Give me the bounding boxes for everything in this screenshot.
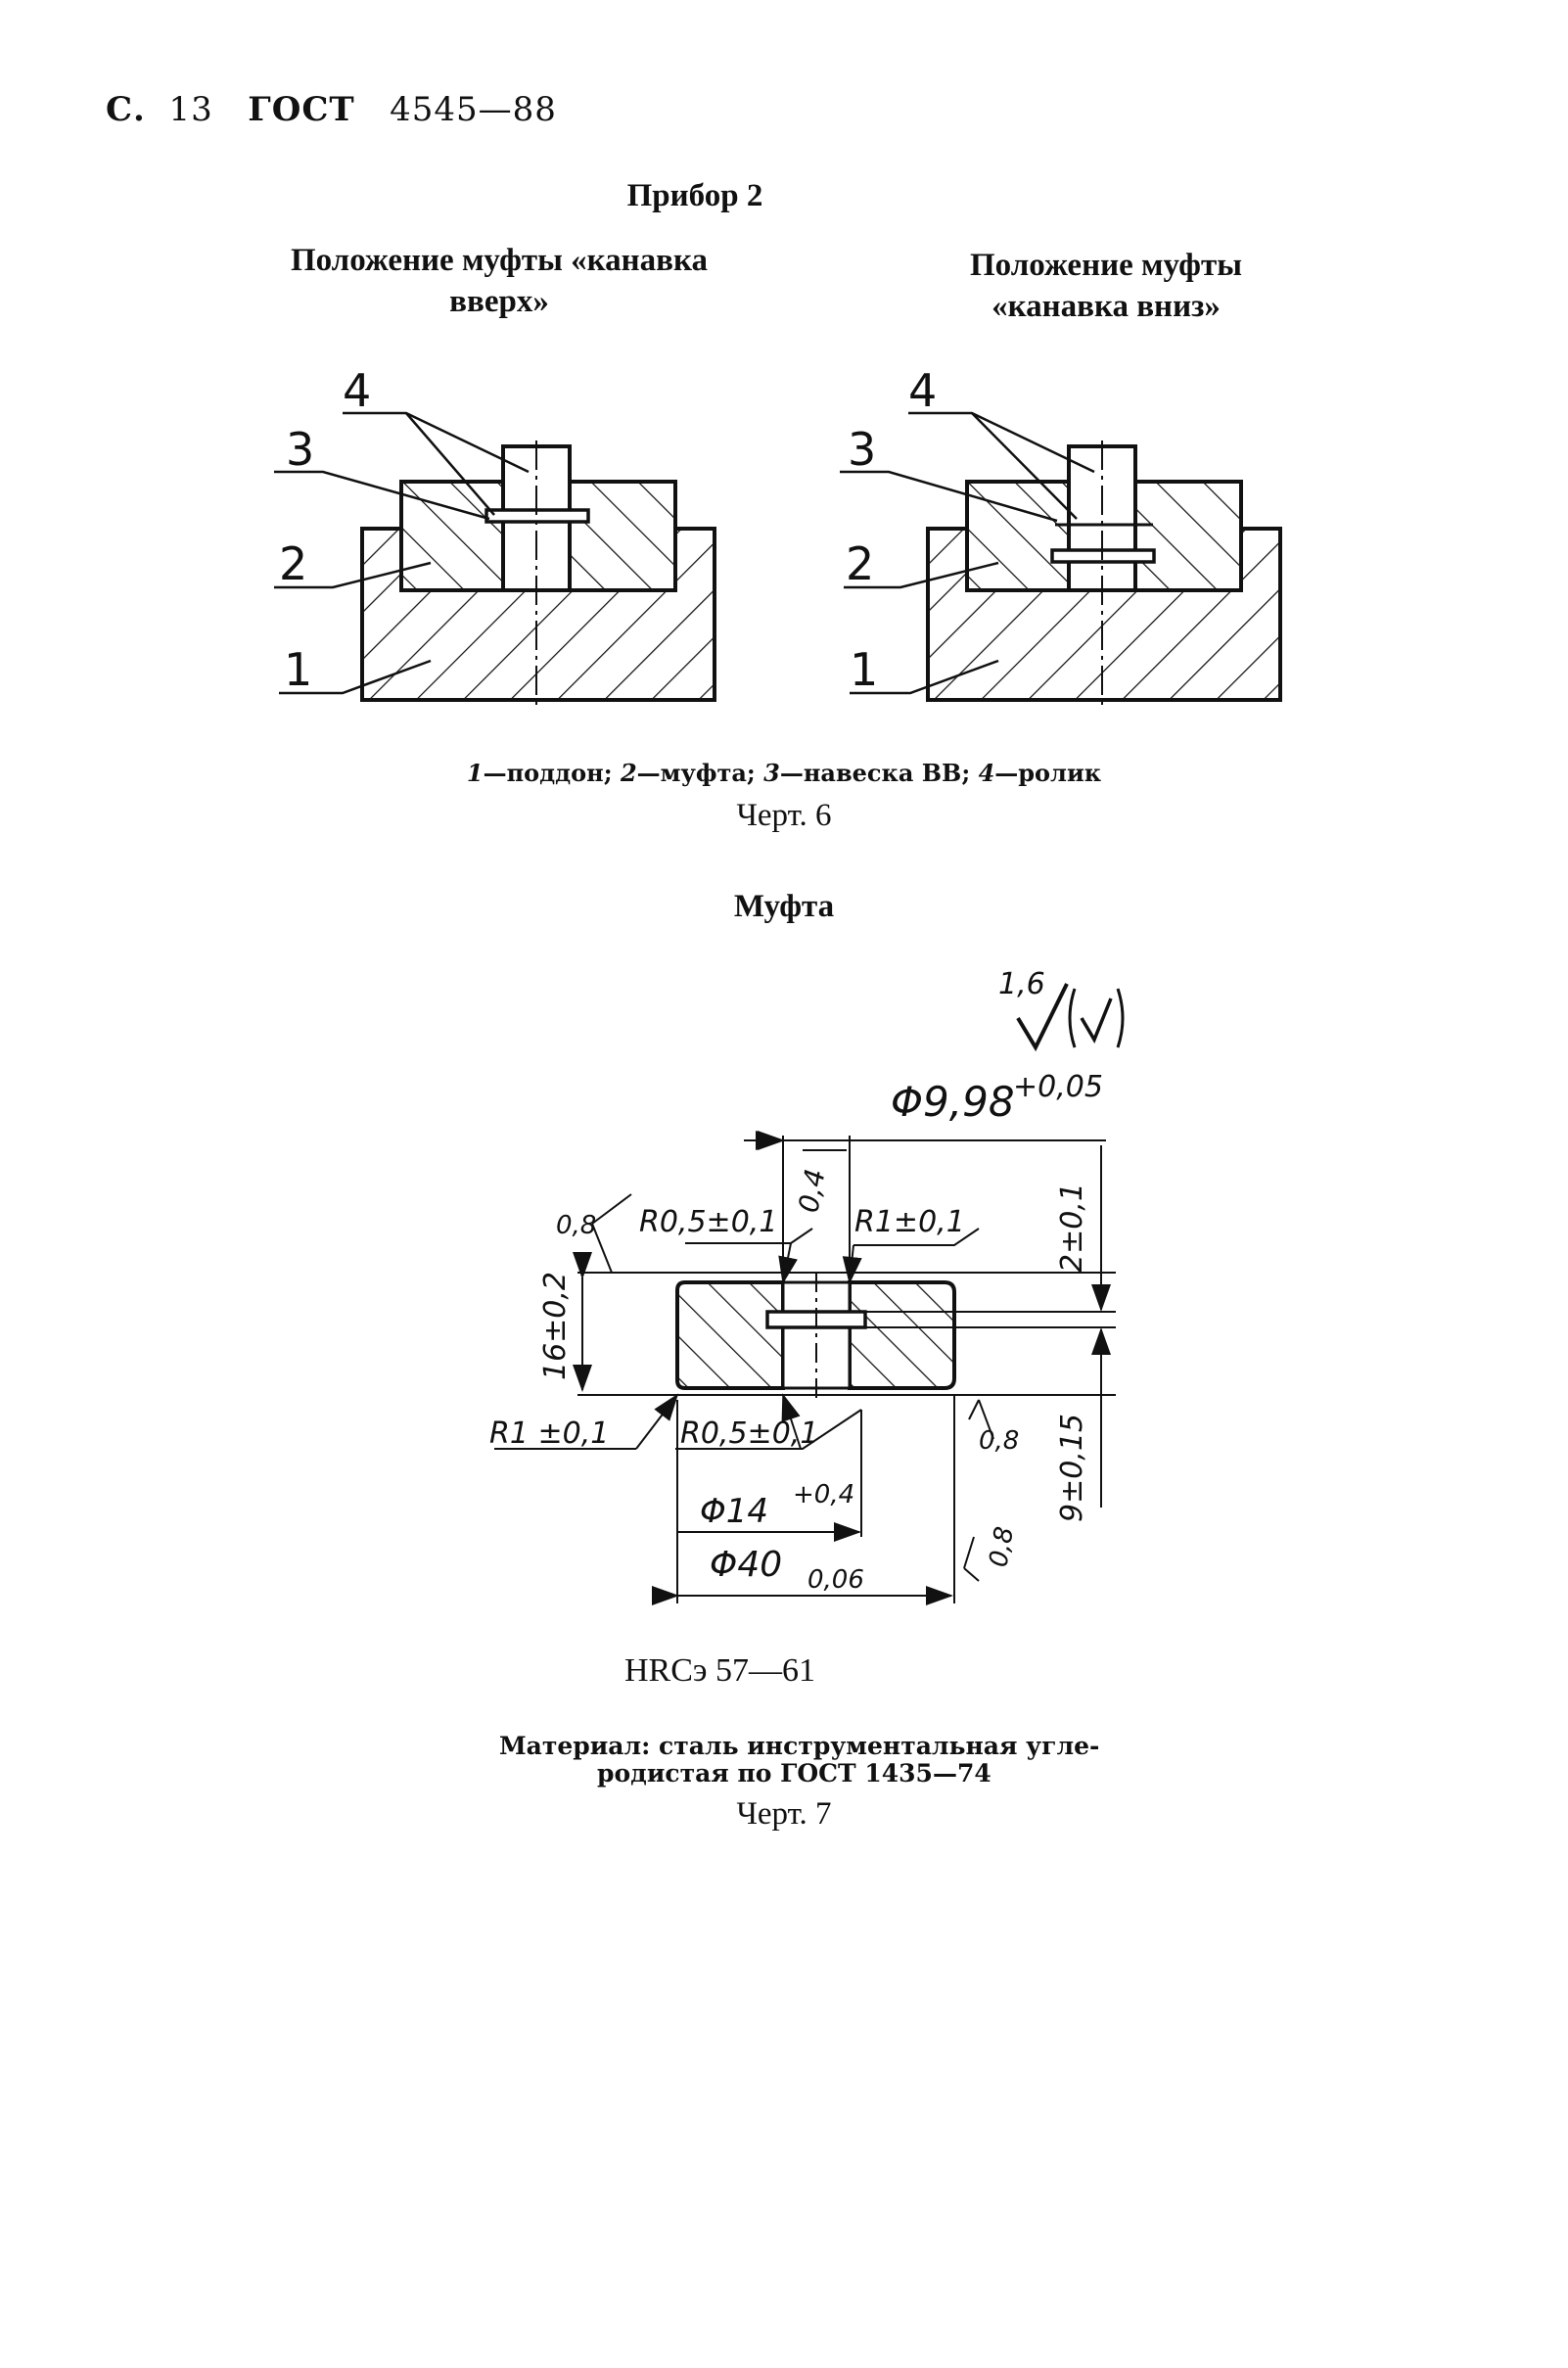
- dim-bore-diameter: Φ9,98: [891, 1078, 1015, 1126]
- callout-1-right: 1: [850, 643, 878, 696]
- dim-radius-top-left: R0,5±0,1: [639, 1205, 777, 1239]
- dim-outer-diameter: Φ40: [710, 1545, 782, 1585]
- section2-title: Муфта: [733, 889, 835, 924]
- left-diagram-title: Положение муфты «канавка вверх»: [245, 240, 754, 322]
- legend-text-2: —муфта;: [636, 759, 764, 787]
- callout-3-left: 3: [286, 423, 314, 476]
- figure-6-drawings: 4 3 2 1 4 3 2 1: [274, 364, 1282, 705]
- left-assembly: [274, 411, 716, 705]
- page-prefix: С.: [106, 90, 146, 129]
- dim-height: 16±0,2: [538, 1272, 573, 1380]
- legend-num-2: 2: [620, 759, 637, 787]
- material-line1: Материал: сталь инструментальная угле-: [499, 1732, 1100, 1760]
- callout-3-right: 3: [848, 423, 876, 476]
- dim-radius-top-right: R1±0,1: [854, 1205, 965, 1239]
- page-number: 13: [168, 90, 213, 129]
- dim-groove-diameter: Φ14: [700, 1492, 768, 1531]
- material-line2: родистая по ГОСТ 1435—74: [597, 1759, 992, 1788]
- dimension-lines: [494, 1131, 1116, 1605]
- roughness-value: 1,6: [998, 967, 1045, 1001]
- dim-roughness-right2: 0,8: [984, 1524, 1020, 1569]
- right-diagram-title: Положение муфты «канавка вниз»: [881, 245, 1331, 327]
- dim-radius-bottom-left: R1 ±0,1: [489, 1416, 609, 1451]
- section1-title: Прибор 2: [626, 178, 763, 213]
- figure-6-legend: 1—поддон; 2—муфта; 3—навеска ВВ; 4—ролик: [0, 759, 1568, 787]
- coupling-section: [675, 1273, 956, 1400]
- dim-groove-tolerance: +0,4: [793, 1480, 854, 1509]
- callout-1-left: 1: [284, 643, 312, 696]
- page-header: С. 13 ГОСТ 4545—88: [106, 90, 557, 129]
- standard-number: 4545—88: [390, 90, 557, 129]
- standard-label: ГОСТ: [248, 90, 355, 129]
- dim-top-offset: 2±0,1: [1055, 1183, 1089, 1273]
- legend-num-4: 4: [978, 759, 995, 787]
- legend-num-1: 1: [466, 759, 484, 787]
- material-note: Материал: сталь инструментальная угле- р…: [499, 1733, 1184, 1788]
- right-title-line2: «канавка вниз»: [992, 289, 1221, 324]
- right-assembly: [840, 411, 1282, 705]
- legend-num-3: 3: [763, 759, 780, 787]
- callout-4-left: 4: [343, 364, 371, 417]
- left-title-line2: вверх»: [449, 284, 549, 319]
- dim-bore-tolerance: +0,05: [1013, 1070, 1103, 1104]
- figure-7-caption: Черт. 7: [736, 1796, 832, 1832]
- roughness-symbol: 1,6: [998, 967, 1125, 1052]
- figure-7-drawing: 1,6: [489, 967, 1125, 1605]
- callout-4-right: 4: [908, 364, 937, 417]
- figure-6-caption: Черт. 6: [736, 798, 832, 833]
- callout-2-left: 2: [279, 537, 307, 590]
- callout-2-right: 2: [846, 537, 874, 590]
- legend-text-3: —навеска ВВ;: [779, 759, 979, 787]
- dim-outer-tolerance: 0,06: [807, 1565, 864, 1595]
- dim-groove-offset: 9±0,15: [1055, 1414, 1089, 1522]
- dim-roughness-right: 0,8: [979, 1426, 1019, 1456]
- legend-text-4: —ролик: [994, 759, 1102, 787]
- dim-chamfer-small: 0,4: [792, 1167, 831, 1216]
- legend-text-1: —поддон;: [483, 759, 621, 787]
- dim-roughness-left: 0,8: [556, 1211, 596, 1240]
- hardness-label: HRCэ 57—61: [624, 1652, 816, 1689]
- left-title-line1: Положение муфты «канавка: [290, 243, 709, 278]
- dim-radius-bottom-mid: R0,5±0,1: [680, 1416, 818, 1451]
- right-title-line1: Положение муфты: [970, 248, 1242, 283]
